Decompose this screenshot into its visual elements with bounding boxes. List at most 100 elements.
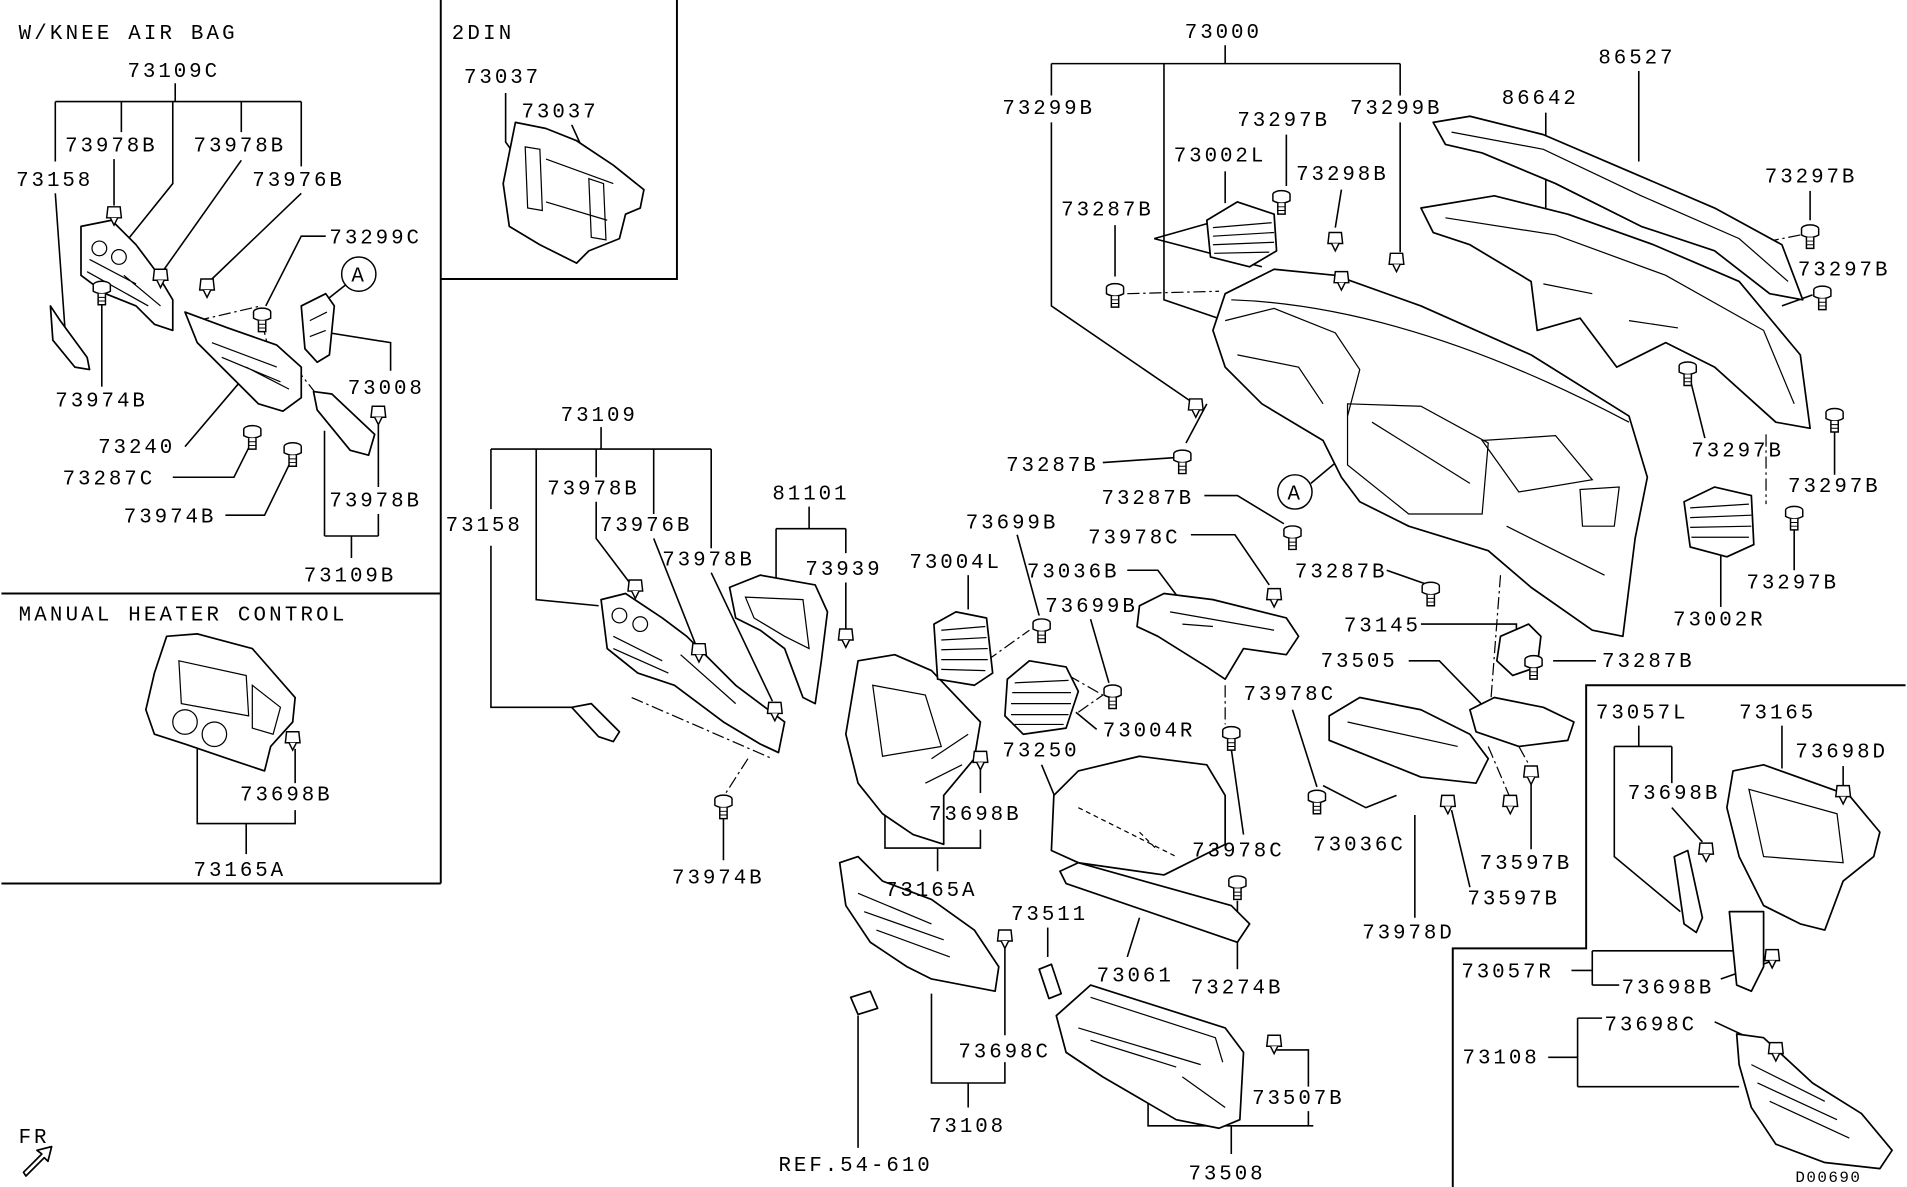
screw: [1105, 282, 1125, 308]
callout: 73978B: [194, 136, 287, 159]
callout: 73698B: [1622, 978, 1715, 1001]
knee-bracket-part: [300, 292, 336, 364]
callout: 73108: [929, 1116, 1006, 1139]
callout: 73004L: [909, 552, 1002, 575]
svg-text:FR: FR: [19, 1127, 50, 1150]
clip: [1764, 948, 1781, 969]
2din-panel-part: [502, 121, 645, 264]
callout: 73061: [1097, 965, 1174, 988]
ref-part: [849, 990, 879, 1016]
small-cover-part: [570, 702, 621, 743]
callout: 73287B: [1602, 651, 1695, 674]
callout: 73109B: [304, 565, 397, 588]
callout: 73036B: [1027, 562, 1120, 585]
reference-circle: A: [340, 256, 377, 292]
callout: 73507B: [1252, 1088, 1345, 1111]
callout: 73297B: [1788, 476, 1881, 499]
front-marker: FR: [19, 1127, 53, 1177]
callout: 73978B: [547, 478, 640, 501]
diagram-code: D00690: [1795, 1169, 1861, 1187]
main-callouts: 73000 73299B 73299B 73297B 73002L 73298B…: [446, 22, 1888, 1187]
left-side-vent-part: [1205, 201, 1278, 268]
front-arrow-icon: [22, 1145, 53, 1177]
screw: [1421, 581, 1441, 607]
callout: 73036C: [1313, 834, 1406, 857]
knee-lower-panel-part: [184, 311, 303, 413]
clip: [1502, 794, 1519, 815]
right-center-vent-part: [1004, 659, 1080, 736]
callout: 86642: [1502, 88, 1579, 111]
callout: 73297B: [1691, 440, 1784, 463]
clip: [1698, 842, 1715, 863]
screw: [1221, 725, 1241, 751]
damper-part: [1038, 963, 1063, 1000]
callout: 73978B: [329, 491, 422, 514]
meter-hood-part: [728, 574, 829, 705]
garnish-strip-part: [1059, 861, 1251, 944]
callout: 73974B: [672, 868, 765, 891]
clip: [198, 278, 216, 299]
clip: [1388, 252, 1405, 273]
reference-circle: A: [1277, 474, 1313, 510]
callout: 73698D: [1795, 741, 1888, 764]
clip: [1266, 587, 1283, 608]
callout: 73002L: [1174, 146, 1267, 169]
center-bezel-part: [844, 653, 982, 846]
center-lower-panel-part: [600, 592, 786, 754]
manual-heater-panel-part: [144, 633, 296, 772]
callout: 73297B: [1237, 110, 1330, 133]
alt-center-bezel-part: [1726, 763, 1881, 931]
clip: [1327, 231, 1344, 252]
callout: 73287C: [63, 469, 156, 492]
knee-corner-piece-part: [49, 305, 91, 371]
screw: [283, 442, 302, 467]
clip: [284, 731, 301, 751]
callout: 73108: [1463, 1047, 1540, 1070]
callout: 73299B: [1002, 98, 1095, 121]
callout: 73597B: [1467, 888, 1560, 911]
callout: 73698B: [240, 784, 333, 807]
screw: [1813, 285, 1832, 311]
callout: 73297B: [1765, 166, 1858, 189]
leader-lines: [54, 45, 1844, 1154]
callout: 73978C: [1088, 527, 1181, 550]
callout: 73699B: [966, 513, 1059, 536]
callout: 73145: [1344, 615, 1421, 638]
callout: 73505: [1321, 651, 1398, 674]
svg-text:A: A: [1288, 483, 1303, 506]
callout: 73698B: [929, 804, 1022, 827]
screw: [1307, 789, 1327, 815]
callout: 73287B: [1102, 488, 1195, 511]
left-bracket-part: [1136, 592, 1300, 681]
screw: [1678, 361, 1698, 387]
callout: 73004R: [1103, 721, 1196, 744]
callout: 73287B: [1006, 455, 1099, 478]
screw: [1228, 875, 1247, 901]
inset-title: MANUAL HEATER CONTROL: [19, 604, 348, 627]
callout: 73299B: [1350, 98, 1443, 121]
inset-title: 2DIN: [452, 23, 515, 46]
callout: 73240: [98, 437, 175, 460]
callout: 86527: [1598, 48, 1675, 71]
screw: [1103, 684, 1122, 710]
screw: [1032, 618, 1051, 644]
lower-center-panel-part: [838, 855, 1000, 993]
screw: [92, 280, 112, 306]
callout: 73274B: [1191, 978, 1284, 1001]
callout: 73978C: [1244, 684, 1337, 707]
callout: 73511: [1011, 904, 1088, 927]
screw: [1800, 224, 1820, 250]
right-bracket-part: [1328, 696, 1490, 785]
leader-73109c: [54, 83, 303, 331]
instrument-panel-part: [1212, 268, 1649, 638]
callout: 73698B: [1628, 783, 1721, 806]
right-side-vent-part: [1683, 486, 1755, 558]
screw: [1272, 189, 1291, 215]
callout: 73978B: [662, 549, 755, 572]
clip: [996, 929, 1013, 950]
callout: 73974B: [124, 507, 217, 530]
two-din-callouts: 73037 73037: [464, 67, 596, 124]
screw: [1173, 449, 1192, 475]
